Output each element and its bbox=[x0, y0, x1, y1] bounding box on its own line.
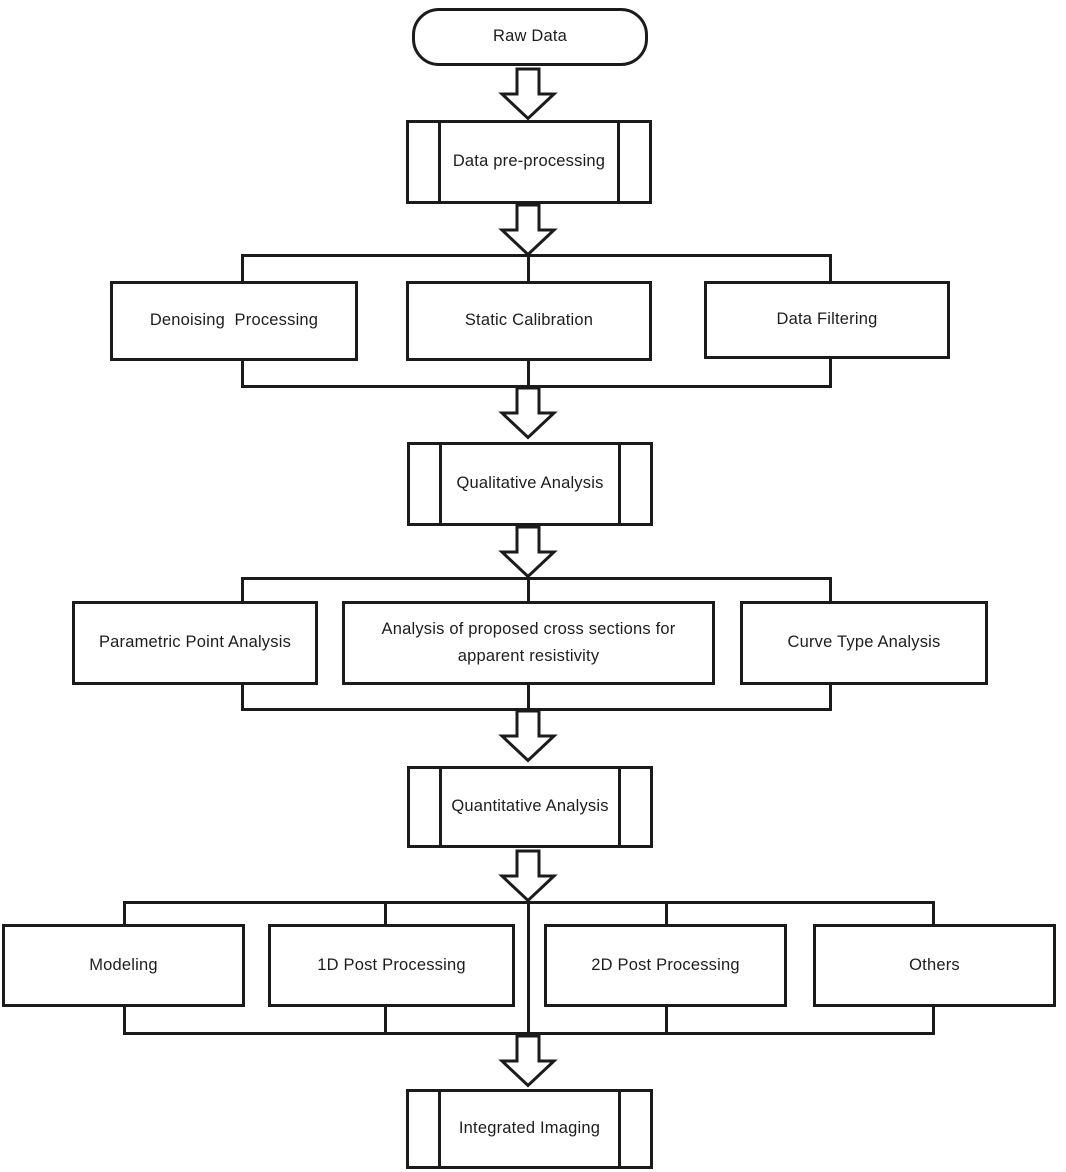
node-integrated-imaging: Integrated Imaging bbox=[406, 1089, 653, 1169]
down-arrow-icon bbox=[498, 709, 558, 763]
node-qualitative-analysis-label: Qualitative Analysis bbox=[456, 474, 604, 493]
node-denoising-processing: Denoising Processing bbox=[110, 281, 358, 361]
node-raw-data-label: Raw Data bbox=[492, 27, 568, 46]
node-integrated-imaging-label: Integrated Imaging bbox=[458, 1119, 601, 1138]
connector-line bbox=[123, 1032, 935, 1035]
node-cross-sections-analysis: Analysis of proposed cross sections for … bbox=[342, 601, 715, 685]
down-arrow-icon bbox=[498, 386, 558, 440]
node-others-label: Others bbox=[909, 955, 960, 974]
connector-line bbox=[123, 901, 935, 904]
connector-line bbox=[123, 1004, 126, 1035]
down-arrow-icon bbox=[498, 67, 558, 121]
node-1d-post-processing: 1D Post Processing bbox=[268, 924, 515, 1007]
node-1d-post-processing-label: 1D Post Processing bbox=[317, 955, 466, 974]
node-curve-type-analysis: Curve Type Analysis bbox=[740, 601, 988, 685]
connector-line bbox=[241, 577, 244, 604]
connector-line bbox=[527, 579, 530, 604]
node-curve-type-analysis-label: Curve Type Analysis bbox=[787, 633, 941, 652]
connector-line bbox=[384, 1004, 387, 1035]
node-2d-post-processing-label: 2D Post Processing bbox=[591, 955, 740, 974]
node-static-calibration: Static Calibration bbox=[406, 281, 652, 361]
node-parametric-point-analysis-label: Parametric Point Analysis bbox=[98, 633, 292, 652]
connector-line bbox=[241, 682, 244, 711]
node-raw-data: Raw Data bbox=[412, 8, 648, 66]
node-2d-post-processing: 2D Post Processing bbox=[544, 924, 787, 1007]
connector-line bbox=[384, 901, 387, 927]
connector-line bbox=[527, 358, 530, 388]
connector-line bbox=[932, 1004, 935, 1035]
down-arrow-icon bbox=[498, 849, 558, 903]
connector-line bbox=[665, 901, 668, 927]
connector-line bbox=[829, 577, 832, 604]
connector-line bbox=[829, 254, 832, 283]
down-arrow-icon bbox=[498, 203, 558, 257]
node-data-pre-processing-label: Data pre-processing bbox=[452, 152, 606, 171]
node-quantitative-analysis: Quantitative Analysis bbox=[407, 766, 653, 848]
connector-line bbox=[527, 682, 530, 711]
down-arrow-icon bbox=[498, 525, 558, 579]
node-static-calibration-label: Static Calibration bbox=[464, 311, 594, 330]
connector-line bbox=[829, 682, 832, 711]
connector-line bbox=[527, 903, 530, 1035]
node-denoising-processing-label: Denoising Processing bbox=[149, 311, 319, 330]
node-data-filtering: Data Filtering bbox=[704, 281, 950, 359]
node-qualitative-analysis: Qualitative Analysis bbox=[407, 442, 653, 526]
node-modeling-label: Modeling bbox=[89, 955, 158, 974]
node-quantitative-analysis-label: Quantitative Analysis bbox=[451, 797, 609, 816]
connector-line bbox=[241, 254, 832, 257]
node-data-pre-processing: Data pre-processing bbox=[406, 120, 652, 204]
node-parametric-point-analysis: Parametric Point Analysis bbox=[72, 601, 318, 685]
node-others: Others bbox=[813, 924, 1056, 1007]
connector-line bbox=[527, 256, 530, 283]
node-modeling: Modeling bbox=[2, 924, 245, 1007]
node-cross-sections-analysis-label: Analysis of proposed cross sections for … bbox=[381, 619, 681, 665]
connector-line bbox=[241, 577, 832, 580]
connector-line bbox=[241, 358, 244, 388]
down-arrow-icon bbox=[498, 1034, 558, 1088]
connector-line bbox=[932, 901, 935, 927]
connector-line bbox=[665, 1004, 668, 1035]
connector-line bbox=[829, 356, 832, 388]
connector-line bbox=[123, 901, 126, 927]
node-data-filtering-label: Data Filtering bbox=[776, 310, 878, 329]
connector-line bbox=[241, 254, 244, 283]
